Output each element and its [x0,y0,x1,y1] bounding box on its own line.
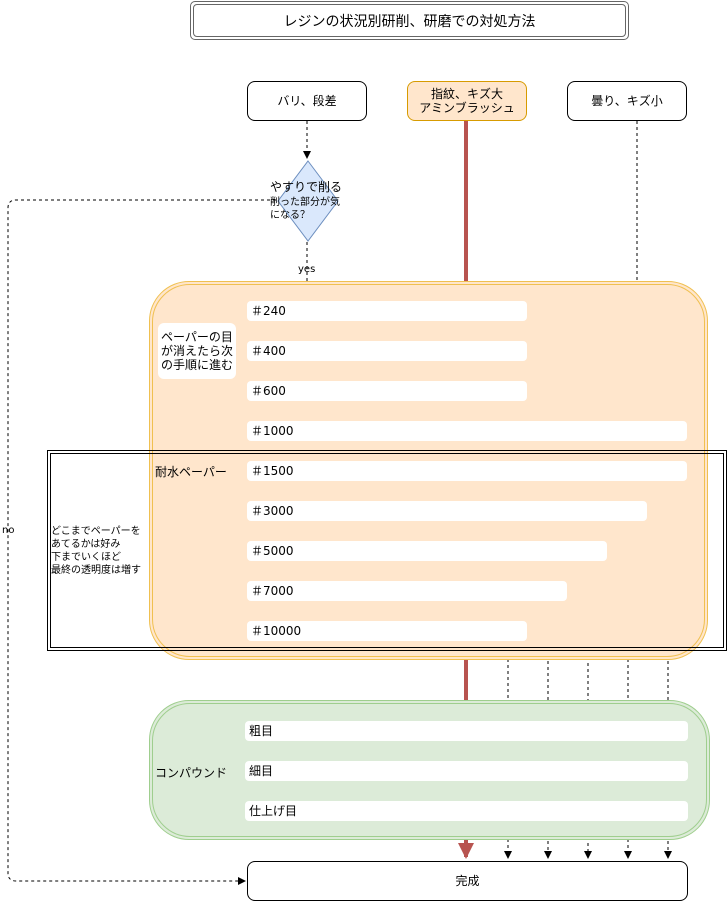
grit-bar-7000[interactable]: ＃7000 [247,581,567,601]
water-note-line-4: 最終の透明度は増す [51,565,141,576]
grit-bar-400[interactable]: ＃400 [247,341,527,361]
paper-note-line-1: ペーパーの目 [161,330,233,344]
grit-bar-3000[interactable]: ＃3000 [247,501,647,521]
node-haze-label: 曇り、キズ小 [591,94,663,108]
decision-sub-line-2: になる？ [270,210,310,221]
diagram-title-text: レジンの状況別研削、研磨での対処方法 [283,13,536,30]
water-note-line-1: どこまでペーパーを [51,526,141,537]
node-burr-step-label: バリ、段差 [277,94,337,108]
node-haze-small-scratch[interactable]: 曇り、キズ小 [567,81,687,121]
grit-bar-5000[interactable]: ＃5000 [247,541,607,561]
water-note-line-2: あてるかは好み [51,539,121,550]
grit-bar-1500[interactable]: ＃1500 [247,461,687,481]
grit-bar-600[interactable]: ＃600 [247,381,527,401]
paper-step-note: ペーパーの目 が消えたら次 の手順に進む [158,323,236,379]
node-fingerprint-label-2: アミンブラッシュ [419,101,515,115]
grit-bar-10000[interactable]: ＃10000 [247,621,527,641]
paper-note-line-3: の手順に進む [160,358,233,372]
edge-label-no: no [2,525,15,536]
grit-bar-1000[interactable]: ＃1000 [247,421,687,441]
water-paper-frame [47,450,727,651]
paper-note-line-2: が消えたら次 [160,344,233,358]
water-paper-note: どこまでペーパーを あてるかは好み 下までいくほど 最終の透明度は増す [51,525,141,577]
compound-coarse[interactable]: 粗目 [245,721,688,741]
diagram-title: レジンの状況別研削、研磨での対処方法 [190,1,629,40]
water-note-line-3: 下までいくほど [51,552,121,563]
decision-sub-text: 削った部分が気 になる？ [270,196,340,222]
decision-main-text: やすりで削る [270,180,343,194]
node-fingerprint-label-1: 指紋、キズ大 [430,87,503,101]
decision-diamond[interactable] [277,160,339,242]
compound-label: コンパウンド [155,766,228,780]
node-fingerprint-scratch[interactable]: 指紋、キズ大 アミンブラッシュ [407,81,527,121]
compound-fine[interactable]: 細目 [245,761,688,781]
edge-label-yes: yes [298,264,316,275]
water-paper-label: 耐水ペーパー [155,465,227,479]
node-finish[interactable]: 完成 [247,861,688,901]
compound-finishing[interactable]: 仕上げ目 [245,801,688,821]
node-burr-step[interactable]: バリ、段差 [247,81,367,121]
decision-sub-line-1: 削った部分が気 [270,197,340,208]
grit-bar-240[interactable]: ＃240 [247,301,527,321]
node-finish-label: 完成 [455,874,480,888]
